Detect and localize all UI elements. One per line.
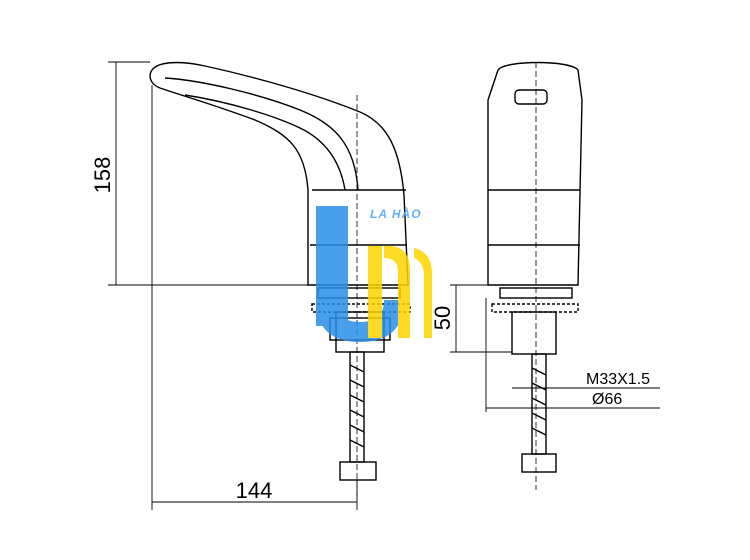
logo-yellow-stripe — [414, 248, 432, 338]
logo-blue-curve — [316, 300, 404, 342]
dim-50-label: 50 — [430, 306, 455, 330]
front-view — [450, 61, 660, 490]
spout-inner-curve — [164, 77, 359, 191]
watermark-logo: LA HÀO — [316, 206, 432, 342]
dim-thread-label: M33X1.5 — [586, 371, 650, 388]
front-hose-braid — [531, 367, 547, 436]
front-connector-nut — [521, 453, 557, 473]
logo-yellow-bar — [368, 246, 382, 338]
dim-height-label: 158 — [90, 157, 115, 194]
front-aerator — [514, 89, 548, 105]
front-body-outline — [487, 61, 583, 286]
dim-length-label: 144 — [236, 478, 273, 503]
front-gasket — [491, 303, 579, 313]
spout-lower-curve — [184, 94, 346, 191]
faucet-body-outline — [149, 61, 409, 286]
watermark-brand-text: LA HÀO — [370, 206, 422, 221]
front-threaded-shank — [511, 311, 557, 355]
side-view — [108, 61, 411, 510]
logo-yellow-arch — [384, 245, 410, 338]
hose-connector-nut — [339, 461, 377, 481]
dim-diameter-label: Ø66 — [592, 391, 622, 408]
